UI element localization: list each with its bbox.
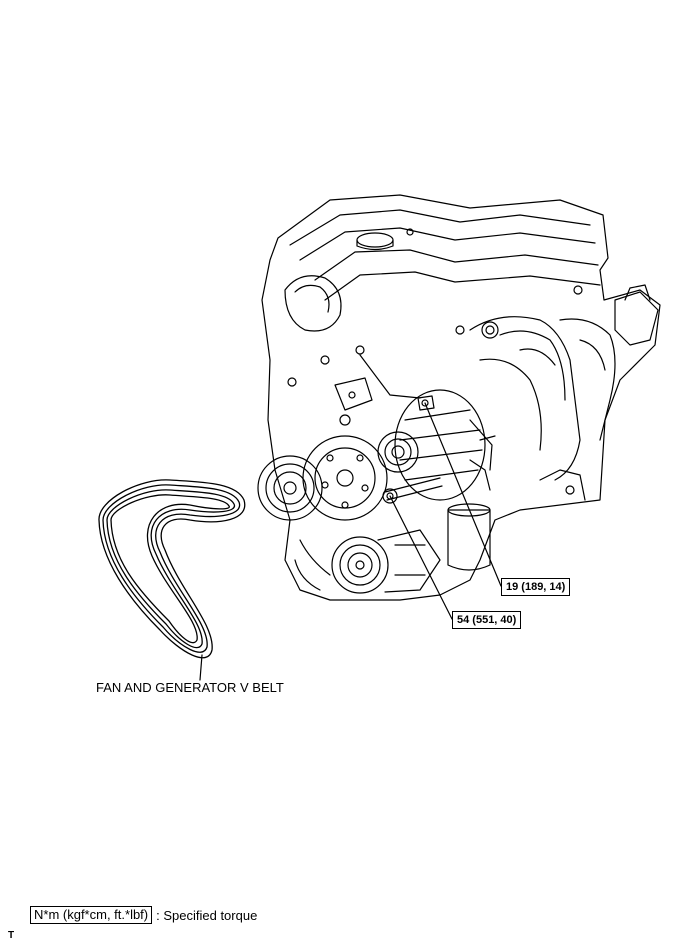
belt-part-label: FAN AND GENERATOR V BELT [96, 680, 284, 695]
leader-line-belt [199, 654, 203, 681]
corner-mark: T [8, 930, 15, 941]
torque-callout-upper-bolt: 19 (189, 14) [501, 578, 571, 596]
leader-line-upper [424, 402, 502, 587]
torque-callout-lower-bolt: 54 (551, 40) [452, 611, 522, 629]
v-belt-illustration [98, 479, 246, 659]
leader-line-lower [389, 495, 453, 620]
engine-illustration [257, 194, 661, 601]
legend-description: : Specified torque [156, 907, 258, 923]
legend-unit-box: N*m (kgf*cm, ft.*lbf) [30, 906, 153, 924]
torque-legend: N*m (kgf*cm, ft.*lbf) : Specified torque [30, 906, 257, 924]
